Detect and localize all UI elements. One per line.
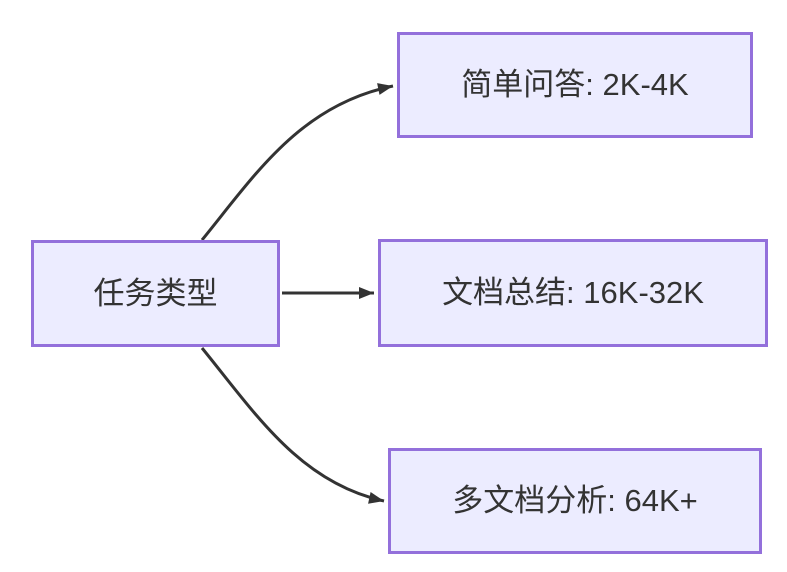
- edge-root-to-multi-doc: [200, 347, 385, 504]
- node-multi-doc-analysis-label: 多文档分析: 64K+: [452, 483, 698, 519]
- node-simple-qa-label: 简单问答: 2K-4K: [461, 67, 689, 103]
- node-doc-summary-label: 文档总结: 16K-32K: [442, 275, 704, 311]
- node-simple-qa: 简单问答: 2K-4K: [397, 32, 753, 138]
- node-multi-doc-analysis: 多文档分析: 64K+: [388, 448, 762, 554]
- edge-root-to-simple-qa: [200, 83, 394, 241]
- node-task-type: 任务类型: [31, 240, 280, 347]
- node-task-type-label: 任务类型: [93, 275, 218, 311]
- node-doc-summary: 文档总结: 16K-32K: [378, 239, 768, 347]
